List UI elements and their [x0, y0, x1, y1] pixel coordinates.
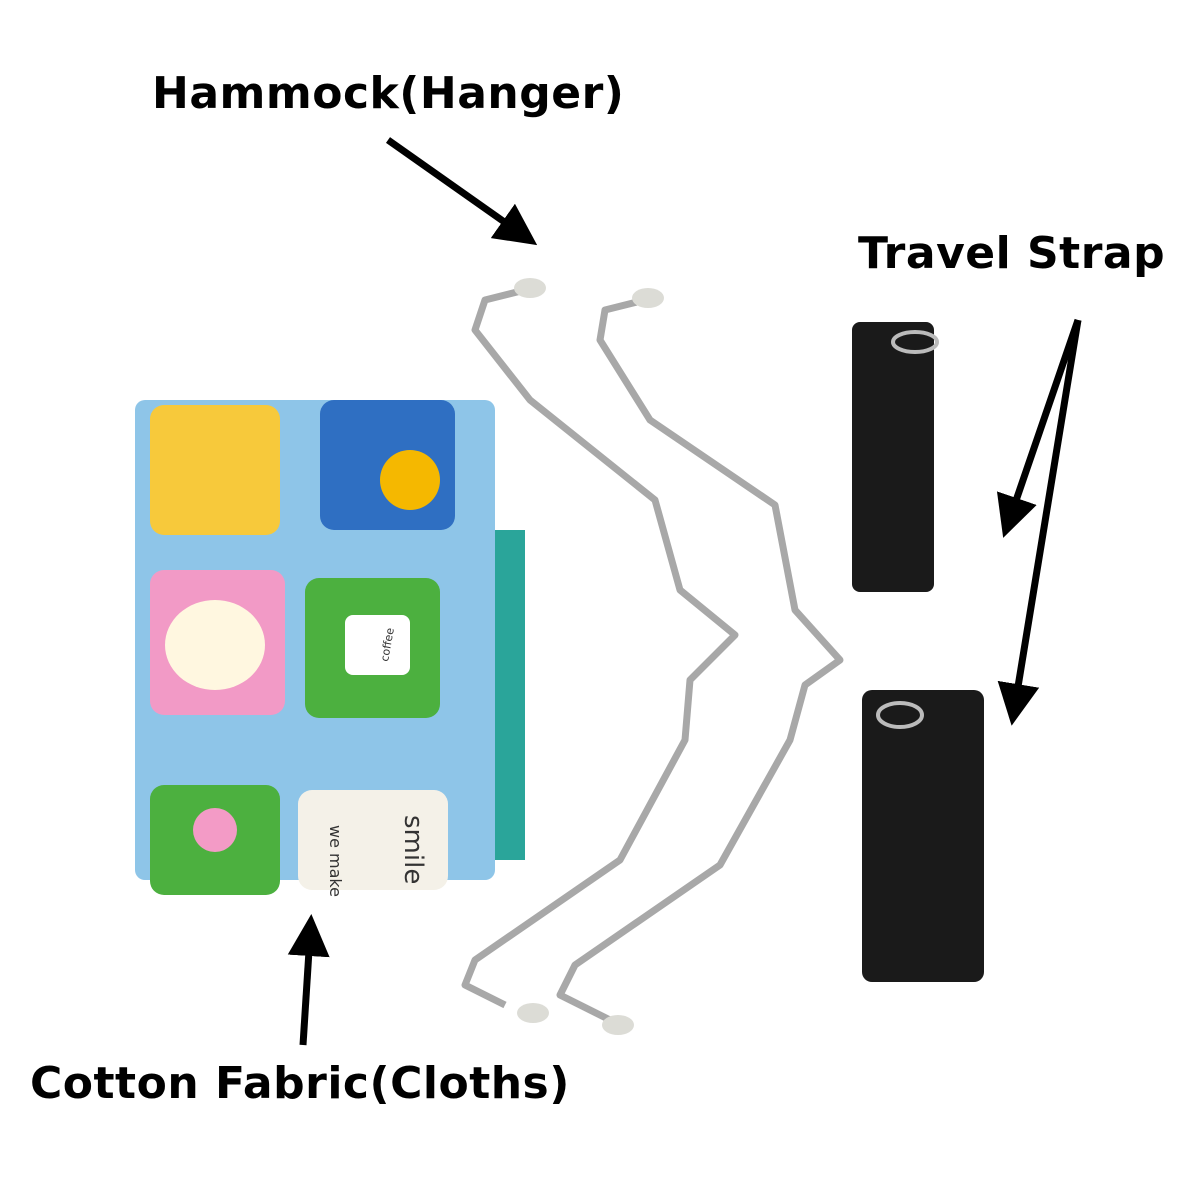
cotton-fabric-label: Cotton Fabric(Cloths)	[30, 1058, 570, 1109]
hanger-arrow-icon	[385, 137, 538, 246]
cotton-fabric-image: coffee smile we make	[135, 400, 525, 897]
travel-strap-label: Travel Strap	[858, 228, 1166, 279]
hammock-hanger-image	[461, 286, 844, 1029]
travel-strap-image	[852, 322, 984, 982]
strap-arrow-icon-1	[996, 318, 1082, 538]
arrows	[287, 137, 1082, 1046]
fabric-smile-text: smile	[398, 815, 428, 884]
hanger-caps	[514, 278, 664, 1035]
fabric-make-text: we make	[326, 825, 345, 897]
fabric-arrow-icon	[287, 914, 330, 1046]
fabric-coffee-text: coffee	[378, 627, 397, 663]
strap-arrow-icon-2	[997, 319, 1082, 726]
hanger-label: Hammock(Hanger)	[152, 68, 625, 119]
